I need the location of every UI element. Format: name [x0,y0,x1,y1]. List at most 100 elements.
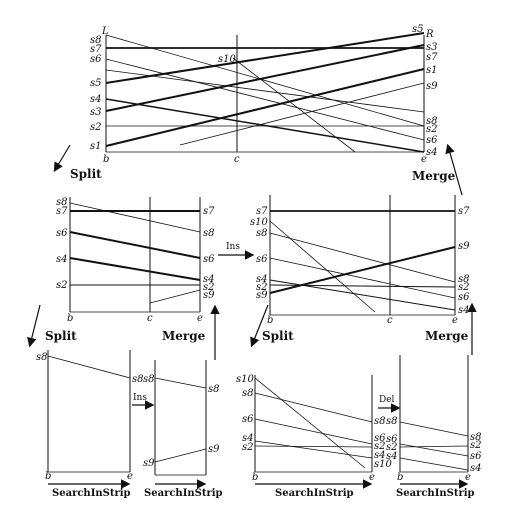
bot4-search-caption: SearchInStrip [396,488,475,499]
top-segment-s6 [105,58,425,141]
mid-left-label: s8 [56,197,68,208]
mid-left-labels: s8 s7 s6 s4 s2 s7 s8 s6 s4 s2 s9 b c e [56,197,215,324]
bot3-segment-s6 [254,418,373,445]
mid-right-left-label: s6 [256,254,268,265]
merge-caption-top: Merge [412,169,456,183]
top-corner-right: R [425,29,434,40]
mid-right-side-label: s4 [203,274,215,285]
top-left-label: s8 [90,35,102,46]
bot4-left-label: s8 [386,416,398,427]
top-right-label: s6 [426,135,438,146]
mid-right-axis-label: c [387,315,393,326]
mid-left-panel [69,197,201,313]
bot4-right-label: s8 [470,432,482,443]
bot3-left-label: s2 [242,442,254,453]
bot3-left-label: s6 [242,414,254,425]
top-segment-s10 [232,57,356,153]
del-caption: Del [379,395,395,405]
top-inner-label: s10 [218,54,236,65]
bot4-left-label: s2 [386,442,398,453]
top-segment-s8 [105,34,425,127]
mid-right-segment-s8 [269,232,456,283]
bot2-right-label: s8 [208,384,220,395]
mid-right-left-label: s7 [256,206,268,217]
bot2-segment-s8 [154,377,207,389]
mid-right-right-label: s2 [458,282,470,293]
top-right-label: s2 [426,124,438,135]
mid-right-side-label: s7 [203,206,215,217]
bot3-left-label: s8 [242,388,254,399]
bot3-right-label: s10 [374,459,392,470]
mid-right-right-label: s6 [458,292,470,303]
merge-arrow-top [445,143,463,196]
mid-right-side-label: s2 [203,282,215,293]
mid-left-axis-label: e [197,313,203,324]
mid-left-label: s2 [56,280,68,291]
top-left-label: s6 [90,54,102,65]
mid-right-segment-s6 [269,257,456,299]
top-left-label: s4 [90,94,102,105]
mid-right-left-label: s9 [256,290,268,301]
top-extra-segment [105,69,425,113]
top-left-label: s3 [90,107,102,118]
bottom-panel-1 [47,350,131,473]
top-right-label: s1 [426,65,438,76]
bot2-ins-caption: Ins [133,393,147,403]
mid-right-segment-s10 [269,220,376,313]
mid-right-panel [269,195,456,316]
bot2-left-label: s9 [143,458,155,469]
mid-left-segment-s6 [69,231,201,259]
bot1-axis-label: e [127,471,133,482]
bot4-axis-label: b [397,472,403,483]
top-segment-s5 [105,32,425,84]
top-right-label: s3 [426,42,438,53]
mid-left-label: s6 [56,228,68,239]
bot4-segment-s4 [399,457,469,471]
mid-right-right-label: s7 [458,206,470,217]
bot3-search-caption: SearchInStrip [275,488,354,499]
bottom-panel-2 [154,360,207,476]
bot4-segment-s8 [399,421,469,437]
mid-right-right-label: s8 [458,274,470,285]
bot1-right-label: s8 [132,374,144,385]
bot4-segment-s6 [399,443,469,457]
mid-right-axis-label: b [267,315,273,326]
bot1-segment-s8 [47,355,131,379]
bot3-axis-label: b [252,472,258,483]
bot4-right-label: s4 [470,463,482,474]
split-caption-top: Split [70,167,102,181]
bot3-segment-s2 [254,445,373,448]
mid-left-segment-s8 [69,202,201,233]
bot2-right-label: s9 [208,444,220,455]
split-caption-mid-right: Split [262,329,294,343]
merge-caption-mid-right: Merge [425,329,469,343]
mid-right-side-label: s9 [203,290,215,301]
top-right-label: s4 [426,147,438,158]
bot4-right-label: s6 [470,451,482,462]
bot3-right-label: s6 [374,433,386,444]
split-caption-mid-left: Split [45,329,77,343]
top-right-label: s8 [426,116,438,127]
mid-right-segment-s4 [269,279,456,311]
bottom-panel-3 [254,375,373,473]
bot4-right-label: s2 [470,440,482,451]
top-left-label: s7 [90,44,102,55]
bot4-axis-label: e [465,472,471,483]
top-left-label: s2 [90,122,102,133]
mid-left-axis-label: c [147,313,153,324]
ins-caption-mid: Ins [226,242,240,252]
mid-right-left-label: s8 [256,228,268,239]
top-corner-left: L [101,26,109,37]
merge-caption-mid-left: Merge [162,329,206,343]
mid-right-side-label: s8 [203,228,215,239]
top-segment-s9 [179,82,425,146]
mid-right-left-label: s2 [256,282,268,293]
mid-left-segment-s9 [149,289,201,304]
top-left-label: s5 [90,78,102,89]
bot3-segment-s10 [254,377,366,469]
mid-right-axis-label: e [452,315,458,326]
bot3-segment-s4 [254,440,373,459]
top-segment-s4 [105,98,425,153]
bot2-search-caption: SearchInStrip [144,488,223,499]
bot4-segment-s2 [399,445,469,448]
